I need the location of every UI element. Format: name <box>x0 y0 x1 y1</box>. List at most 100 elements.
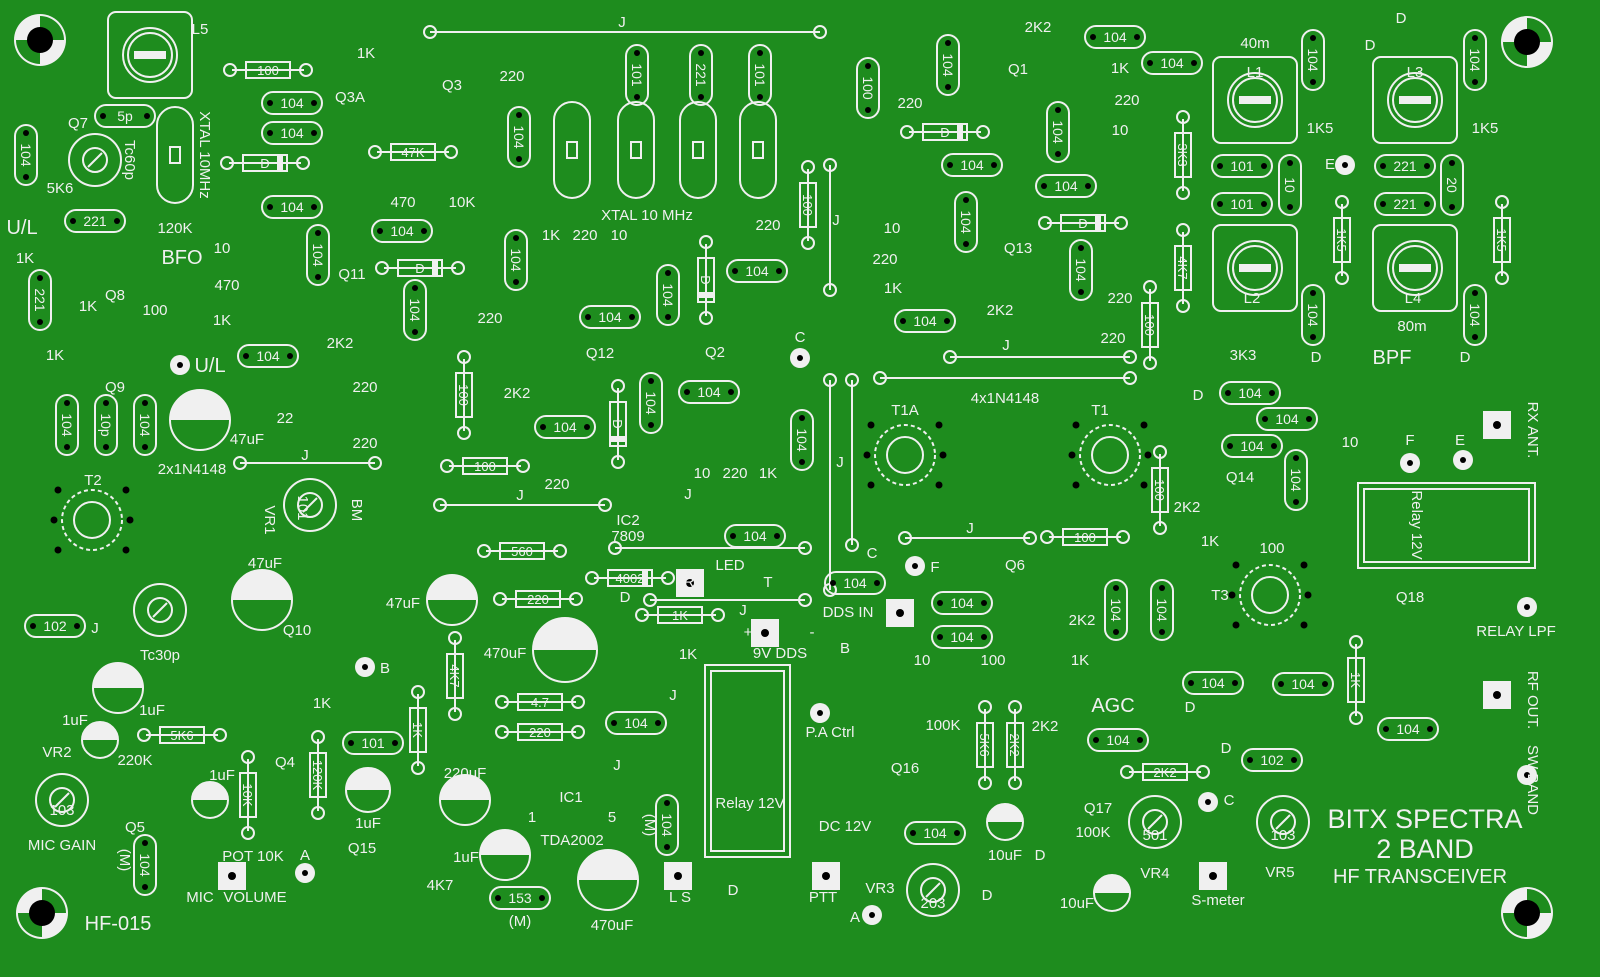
silkscreen-text: 10uF <box>1060 895 1094 912</box>
part-label: 501 <box>1142 827 1167 844</box>
part-label: Q5 <box>125 819 145 836</box>
silkscreen-text: R <box>684 574 695 591</box>
silkscreen-text: VR3 <box>865 880 894 897</box>
capacitor: 102 <box>24 614 86 638</box>
crystal <box>679 101 717 199</box>
test-pad[interactable] <box>1400 453 1420 473</box>
diode: D <box>220 154 310 172</box>
jumper-wire <box>643 593 812 607</box>
silkscreen-text: + <box>744 624 753 641</box>
part-label: D <box>1365 37 1376 54</box>
silkscreen-text: Q11 <box>338 266 365 283</box>
part-label: J <box>618 14 626 31</box>
part-label: D <box>982 887 993 904</box>
test-pad[interactable] <box>1335 155 1355 175</box>
resistor: 100 <box>223 61 313 79</box>
silkscreen-text: C <box>1224 792 1235 809</box>
capacitor: 104 <box>1087 728 1149 752</box>
resistor: 1K5 <box>1493 195 1511 285</box>
diode: 4002 <box>585 569 675 587</box>
toroid-transformer <box>1068 421 1152 489</box>
part-label: J <box>301 447 309 464</box>
test-pad[interactable] <box>1198 792 1218 812</box>
silkscreen-text: Q2 <box>705 344 725 361</box>
part-label: 102 <box>43 618 67 634</box>
capacitor: 104 <box>941 153 1003 177</box>
part-label: 104 <box>256 348 280 364</box>
part-label: 1K <box>46 347 64 364</box>
silkscreen-text: E <box>1455 432 1465 449</box>
test-pad[interactable] <box>1517 597 1537 617</box>
part-label: 100 <box>1152 479 1167 501</box>
part-label: D <box>1078 216 1087 231</box>
header-connector[interactable] <box>676 569 704 597</box>
part-label: S-meter <box>1191 892 1244 909</box>
part-label: 5p <box>117 108 133 124</box>
capacitor: 104 <box>904 821 966 845</box>
test-pad[interactable] <box>1453 450 1473 470</box>
test-pad[interactable] <box>905 556 925 576</box>
part-label: E <box>1325 156 1335 173</box>
silkscreen-text: F <box>930 559 939 576</box>
part-label: B <box>380 660 390 677</box>
part-label: Q8 <box>105 287 125 304</box>
part-label: PTT <box>809 889 837 906</box>
test-pad[interactable] <box>170 355 190 375</box>
header-connector[interactable] <box>1483 681 1511 709</box>
silkscreen-text: 220 <box>1100 330 1125 347</box>
part-label: 1K <box>79 298 97 315</box>
test-pad[interactable] <box>1517 765 1537 785</box>
part-label: D <box>1193 387 1204 404</box>
header-connector[interactable] <box>218 862 246 890</box>
part-label: 220 <box>1114 92 1139 109</box>
part-label: 104 <box>743 528 767 544</box>
header-connector[interactable] <box>1483 411 1511 439</box>
diode: D <box>375 259 465 277</box>
part-label: 1K <box>16 250 34 267</box>
header-connector[interactable] <box>751 619 779 647</box>
part-label: 100 <box>1074 530 1096 545</box>
silkscreen-text: Q18 <box>1396 589 1424 606</box>
silkscreen-text: 1K <box>313 695 331 712</box>
capacitor: 153 <box>489 886 551 910</box>
silkscreen-text: D <box>728 882 739 899</box>
silkscreen-text: D <box>1221 740 1232 757</box>
test-pad[interactable] <box>295 863 315 883</box>
silkscreen-text: (M) <box>509 913 532 930</box>
silkscreen-text: 100 <box>142 302 167 319</box>
header-connector[interactable] <box>886 599 914 627</box>
part-label: Q17 <box>1084 800 1112 817</box>
test-pad[interactable] <box>862 905 882 925</box>
part-label: 104 <box>950 595 974 611</box>
title-line3: HF TRANSCEIVER <box>1333 866 1507 888</box>
silkscreen-text: J <box>613 757 621 774</box>
part-label: D <box>1460 349 1471 366</box>
capacitor: 104 <box>534 415 596 439</box>
silkscreen-text: Q5 <box>125 819 145 836</box>
silkscreen-text: 103 <box>49 802 74 819</box>
part-label: 1uF <box>355 815 381 832</box>
part-label: 10uF <box>988 847 1022 864</box>
header-connector[interactable] <box>812 862 840 890</box>
title-line2: 2 BAND <box>1376 834 1474 864</box>
part-label: 10 <box>1342 434 1359 451</box>
silkscreen-text: 2K2 <box>1069 612 1096 629</box>
capacitor: 104 <box>1182 671 1244 695</box>
part-label: 100 <box>142 302 167 319</box>
silkscreen-text: XTAL 10MHz <box>196 111 213 199</box>
test-pad[interactable] <box>810 703 830 723</box>
part-label: 2K2 <box>327 335 354 352</box>
silkscreen-text: RX ANT. <box>1524 402 1541 459</box>
adjustable-coil <box>107 11 193 99</box>
part-label: 104 <box>697 384 721 400</box>
test-pad[interactable] <box>355 657 375 677</box>
part-label: 470 <box>214 277 239 294</box>
part-label: A <box>850 909 860 926</box>
part-label: 220 <box>529 725 551 740</box>
silkscreen-text: C <box>795 329 806 346</box>
part-label: 10K <box>240 783 255 806</box>
header-connector[interactable] <box>1199 862 1227 890</box>
test-pad[interactable] <box>790 348 810 368</box>
header-connector[interactable] <box>664 862 692 890</box>
